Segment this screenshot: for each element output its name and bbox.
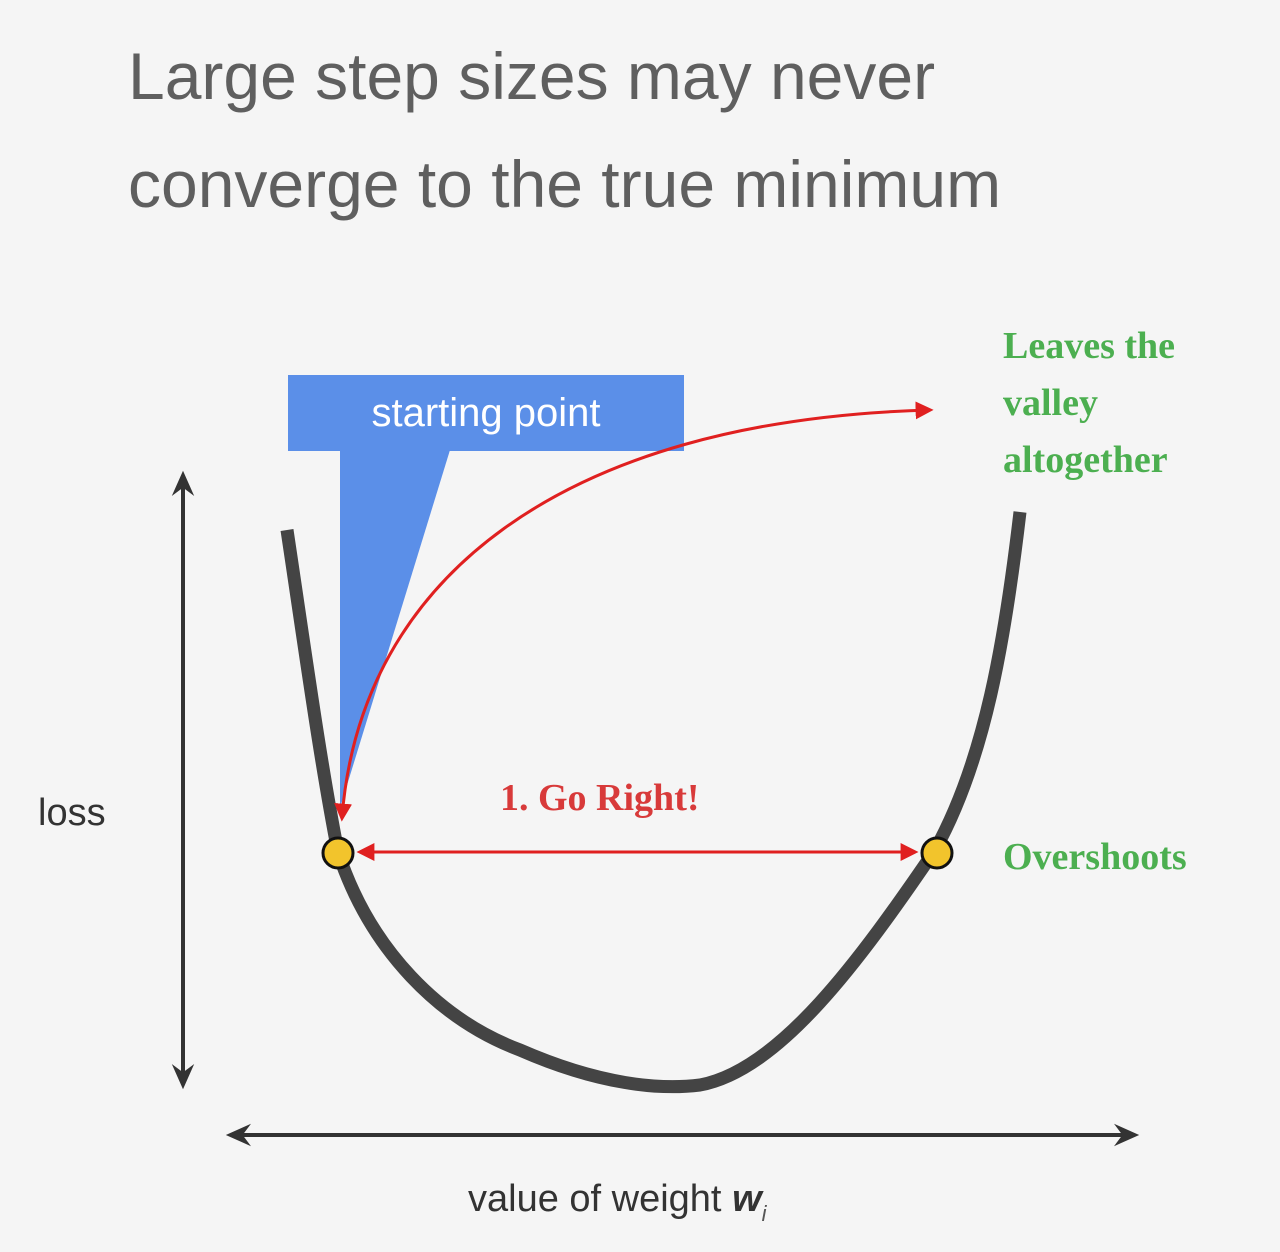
x-axis-label-subscript: i [761,1201,767,1226]
x-axis-label: value of weight wi [468,1178,767,1227]
x-axis-label-variable: w [732,1178,762,1220]
starting-point-label: starting point [371,391,601,435]
callout-pointer [340,450,450,808]
overshoot-point [920,836,954,870]
loss-curve [280,511,1027,1094]
leave-valley-arrow [334,401,934,822]
leaves-valley-line-1: Leaves the [1003,325,1176,367]
slide-title-line-1: Large step sizes may never [128,39,936,113]
x-axis-label-text: value of weight [468,1178,733,1220]
leaves-valley-line-3: altogether [1003,439,1168,481]
go-right-label: 1. Go Right! [500,777,700,819]
overshoots-label: Overshoots [1003,836,1187,878]
slide-title: Large step sizes may never converge to t… [128,22,1228,238]
leaves-valley-line-2: valley [1003,382,1098,424]
y-axis-label: loss [38,792,106,834]
leaves-valley-label: Leaves the valley altogether [1003,318,1175,489]
slide-title-line-2: converge to the true minimum [128,147,1002,221]
start-point [321,836,355,870]
